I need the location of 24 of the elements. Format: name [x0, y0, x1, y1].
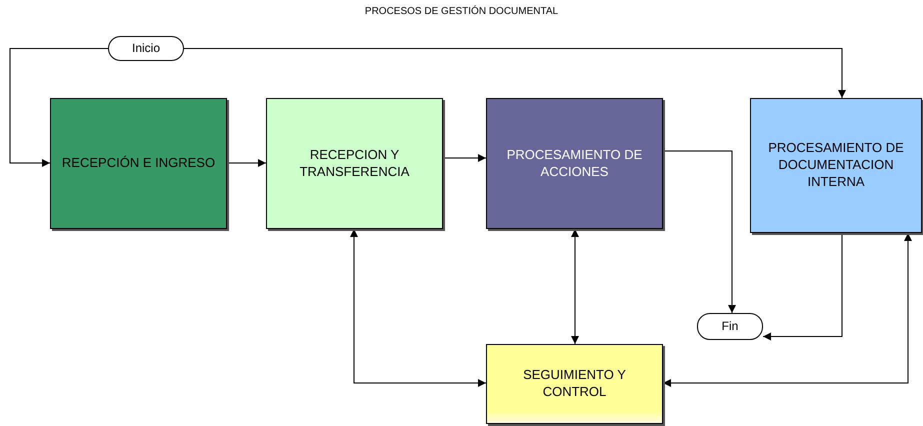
process-box	[486, 98, 663, 229]
arrow	[350, 228, 486, 387]
arrow	[184, 48, 846, 98]
process-box	[266, 98, 443, 229]
terminal-pill	[697, 313, 763, 340]
arrow	[571, 228, 579, 344]
arrow	[662, 150, 736, 314]
node-label: SEGUIMIENTO Y CONTROL	[522, 367, 627, 401]
node-label: PROCESAMIENTO DE ACCIONES	[506, 146, 644, 180]
arrow	[762, 232, 842, 340]
process-box	[486, 344, 663, 424]
node-label: Fin	[722, 318, 738, 334]
node-label: Inicio	[132, 40, 160, 56]
process-box	[50, 98, 227, 229]
arrow	[442, 154, 486, 162]
node-label: RECEPCIÓN E INGRESO	[62, 155, 216, 172]
arrow	[10, 48, 108, 167]
process-box	[750, 98, 922, 233]
diagram-title: PROCESOS DE GESTIÓN DOCUMENTAL	[364, 6, 560, 17]
node-label: PROCESAMIENTO DE DOCUMENTACION INTERNA	[767, 140, 905, 191]
terminal-pill	[108, 36, 184, 61]
arrow	[226, 159, 266, 167]
arrow	[662, 232, 912, 387]
node-label: RECEPCION Y TRANSFERENCIA	[298, 146, 410, 180]
